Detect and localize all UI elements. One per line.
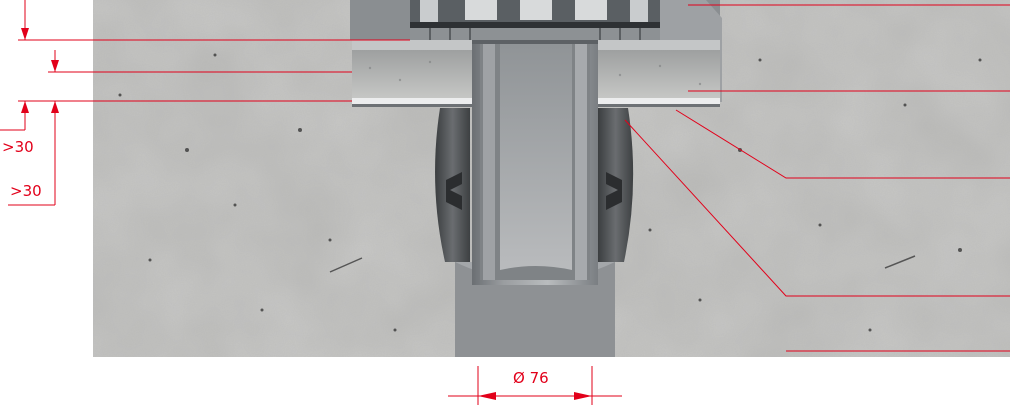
outlet-pipe: [472, 40, 598, 285]
annotation-lines: [0, 0, 1010, 405]
drain-grating: [410, 0, 660, 40]
dimension-label-edge-lower: >30: [10, 182, 42, 200]
rubber-sleeve: [435, 108, 634, 262]
dimension-label-diameter: Ø 76: [513, 369, 549, 387]
dimension-arrows: [21, 28, 592, 400]
dimension-label-edge-upper: >30: [2, 138, 34, 156]
